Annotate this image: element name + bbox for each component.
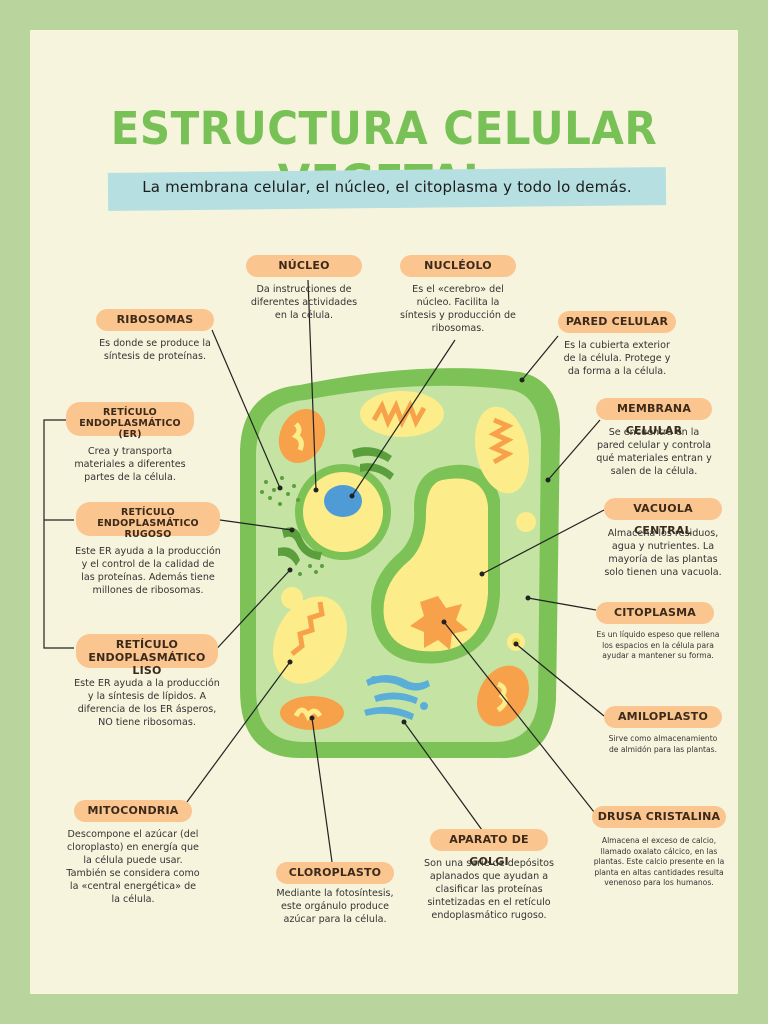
desc-drusa-cristalina: Almacena el exceso de calcio, llamado ox… — [593, 836, 725, 887]
desc-ribosomas: Es donde se produce la síntesis de prote… — [99, 338, 211, 362]
label-nucleo: NÚCLEO — [246, 255, 362, 277]
vesicle — [281, 587, 303, 609]
label-mitocondria: MITOCONDRIA — [74, 800, 192, 822]
desc-reticulo-liso: Este ER ayuda a la producción y la sínte… — [74, 678, 220, 728]
label-vacuola-central: VACUOLA CENTRAL — [604, 498, 722, 537]
desc-reticulo-er: Crea y transporta materiales a diferente… — [74, 446, 186, 483]
label-pared-celular: PARED CELULAR — [558, 311, 676, 333]
desc-cloroplasto: Mediante la fotosíntesis, este orgánulo … — [276, 888, 394, 925]
desc-aparato-golgi: Son una serie de depósitos aplanados que… — [424, 858, 554, 921]
label-cloroplasto: CLOROPLASTO — [276, 862, 394, 884]
desc-citoplasma: Es un líquido espeso que rellena los esp… — [596, 630, 720, 660]
label-reticulo-er: RETÍCULO ENDOPLASMÁTICO (ER) — [66, 402, 194, 440]
mitochondrion-bottom-left — [280, 696, 344, 730]
chloroplast-right — [474, 406, 530, 494]
desc-vacuola-central: Almacena los residuos, agua y nutrientes… — [604, 528, 722, 578]
desc-pared-celular: Es la cubierta exterior de la célula. Pr… — [563, 340, 671, 377]
leader-lines — [183, 279, 605, 863]
label-membrana-celular: MEMBRANA CELULAR — [596, 398, 712, 437]
label-amiloplasto: AMILOPLASTO — [604, 706, 722, 728]
label-ribosomas: RIBOSOMAS — [96, 309, 214, 331]
chloroplast-top — [360, 391, 444, 437]
desc-nucleolo: Es el «cerebro» del núcleo. Facilita la … — [400, 284, 516, 334]
vesicle — [516, 512, 536, 532]
ribosomes — [260, 476, 324, 576]
label-citoplasma: CITOPLASMA — [596, 602, 714, 624]
label-aparato-golgi: APARATO DE GOLGI — [430, 829, 548, 868]
rough-er — [278, 447, 394, 566]
desc-membrana-celular: Se encuentra en la pared celular y contr… — [596, 427, 712, 477]
er-bracket — [43, 419, 74, 649]
desc-nucleo: Da instrucciones de diferentes actividad… — [250, 284, 358, 321]
desc-mitocondria: Descompone el azúcar (del cloroplasto) e… — [66, 829, 200, 905]
nucleolus — [324, 485, 362, 517]
page-subtitle: La membrana celular, el núcleo, el citop… — [142, 178, 632, 196]
label-nucleolo: NUCLÉOLO — [400, 255, 516, 277]
desc-amiloplasto: Sirve como almacenamiento de almidón par… — [608, 734, 718, 754]
desc-reticulo-rugoso: Este ER ayuda a la producción y el contr… — [75, 546, 221, 596]
label-reticulo-rugoso: RETÍCULO ENDOPLASMÁTICO RUGOSO — [76, 502, 220, 540]
label-reticulo-liso: RETÍCULO ENDOPLASMÁTICO LISO — [76, 634, 218, 677]
label-drusa-cristalina: DRUSA CRISTALINA — [592, 806, 726, 828]
druse-crystal — [410, 596, 468, 650]
central-vacuole-inner — [383, 478, 488, 652]
golgi-apparatus — [364, 675, 430, 720]
